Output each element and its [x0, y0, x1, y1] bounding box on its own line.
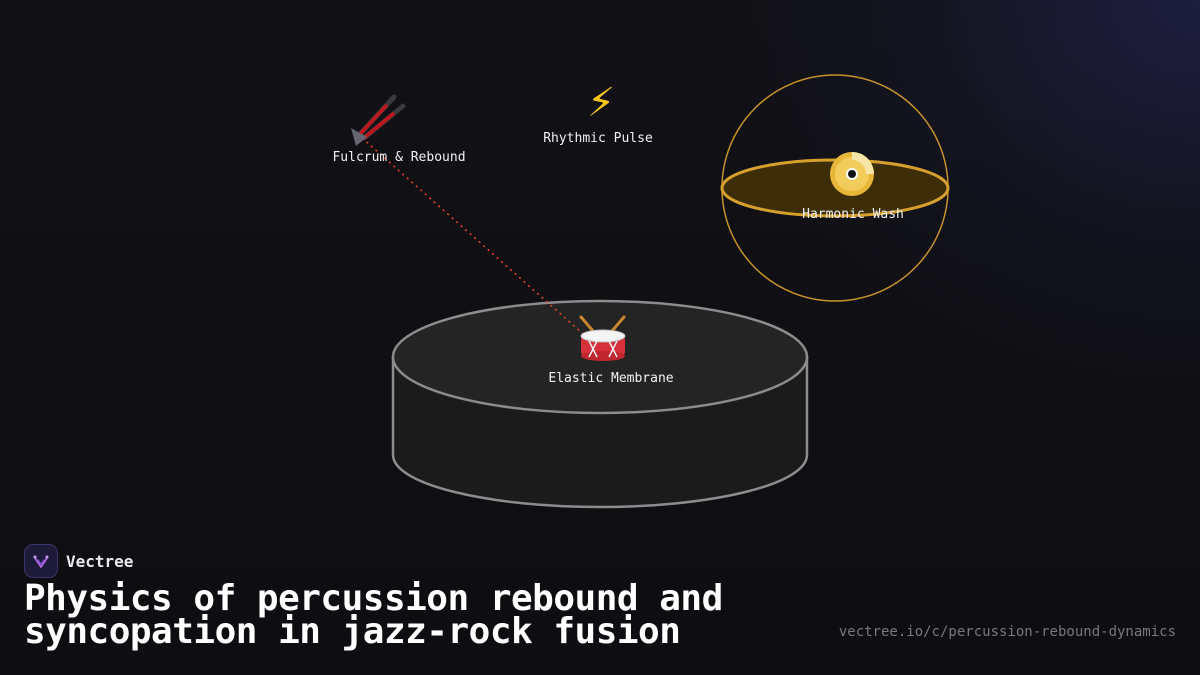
page-title: Physics of percussion rebound and syncop…	[24, 578, 723, 652]
drumsticks-icon	[351, 94, 406, 146]
brand-name: Vectree	[66, 551, 134, 571]
node-label-membrane: Elastic Membrane	[548, 371, 673, 386]
edge-fulcrum-membrane	[361, 137, 591, 341]
drum-icon	[579, 315, 626, 361]
node-label-pulse: Rhythmic Pulse	[543, 131, 653, 146]
node-label-wash: Harmonic Wash	[802, 207, 904, 222]
node-label-fulcrum: Fulcrum & Rebound	[332, 150, 465, 165]
vectree-logo-icon	[24, 544, 58, 578]
source-url[interactable]: vectree.io/c/percussion-rebound-dynamics	[838, 624, 1176, 640]
lightning-icon: ⚡	[587, 80, 615, 126]
harmonic-sphere	[720, 74, 950, 302]
disc-icon	[830, 152, 874, 196]
sphere-equator	[720, 158, 950, 218]
brand: Vectree	[24, 544, 133, 578]
